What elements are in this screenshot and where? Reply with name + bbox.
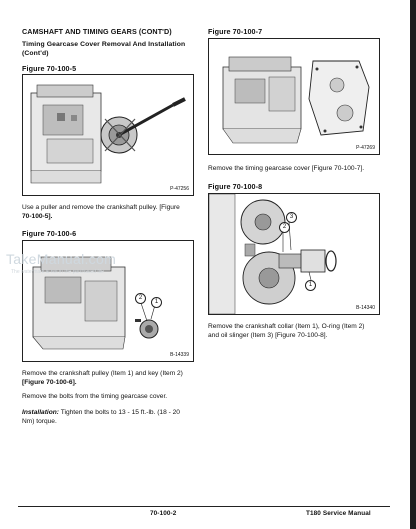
watermark-subtext: The watermark is not in the purchased fi… — [11, 269, 104, 275]
callout-1-fig6: 1 — [151, 297, 162, 308]
watermark-text: TakeManual.com — [6, 251, 117, 267]
instruction-pulley-key: Remove the crankshaft pulley (Item 1) an… — [22, 369, 183, 387]
footer-page-number: 70-100-2 — [150, 510, 177, 517]
installation-line2: Nm) torque. — [22, 418, 57, 426]
engine-pulley-key-illustration — [32, 256, 159, 350]
figure-number-5: P-47256 — [170, 186, 189, 192]
installation-note: Installation: Tighten the bolts to 13 - … — [22, 408, 180, 426]
engine-gearcase-cover-illustration — [222, 56, 370, 144]
instruction-pulley-key-line2: [Figure 70-100-6]. — [22, 379, 77, 387]
subheading-cont: (Cont'd) — [22, 50, 49, 57]
callout-1-fig8: 1 — [305, 280, 316, 291]
installation-line1: Tighten the bolts to 13 - 15 ft.-lb. (18… — [60, 409, 180, 416]
viewer-border — [410, 0, 416, 529]
footer-manual-title: T180 Service Manual — [306, 510, 371, 517]
instruction-pulley-line2: 70-100-5]. — [22, 213, 53, 221]
engine-puller-illustration — [30, 84, 186, 184]
instruction-collar-line1: Remove the crankshaft collar (Item 1), O… — [208, 323, 365, 330]
subheading: Timing Gearcase Cover Removal And Instal… — [22, 41, 186, 48]
instruction-gearcase-cover: Remove the timing gearcase cover [Figure… — [208, 165, 365, 172]
section-header: CAMSHAFT AND TIMING GEARS (CONT'D) — [22, 27, 172, 36]
figure-70-100-8: 3 2 1 B-14340 — [208, 193, 380, 315]
figure-70-100-6: 2 1 B-14339 — [22, 240, 194, 362]
instruction-pulley: Use a puller and remove the crankshaft p… — [22, 203, 180, 221]
callout-2-fig8: 2 — [279, 222, 290, 233]
figure-label-5: Figure 70-100-5 — [22, 64, 77, 73]
instruction-bolts: Remove the bolts from the timing gearcas… — [22, 393, 168, 400]
figure-70-100-5: P-47256 — [22, 74, 194, 196]
figure-label-8: Figure 70-100-8 — [208, 182, 263, 191]
instruction-collar: Remove the crankshaft collar (Item 1), O… — [208, 322, 364, 340]
figure-number-8: B-14340 — [356, 305, 375, 311]
figure-label-7: Figure 70-100-7 — [208, 27, 263, 36]
instruction-pulley-line1: Use a puller and remove the crankshaft p… — [22, 204, 180, 211]
figure-label-6: Figure 70-100-6 — [22, 229, 77, 238]
instruction-collar-line2: and oil slinger (Item 3) [Figure 70-100-… — [208, 332, 328, 340]
figure-number-7: P-47269 — [356, 145, 375, 151]
instruction-pulley-key-line1: Remove the crankshaft pulley (Item 1) an… — [22, 370, 183, 377]
callout-2-fig6: 2 — [135, 293, 146, 304]
installation-label: Installation: — [22, 409, 59, 416]
figure-number-6: B-14339 — [170, 352, 189, 358]
callout-3-fig8: 3 — [286, 212, 297, 223]
footer-rule — [18, 506, 390, 507]
figure-70-100-7: P-47269 — [208, 38, 380, 155]
crankshaft-collar-illustration — [209, 194, 337, 314]
